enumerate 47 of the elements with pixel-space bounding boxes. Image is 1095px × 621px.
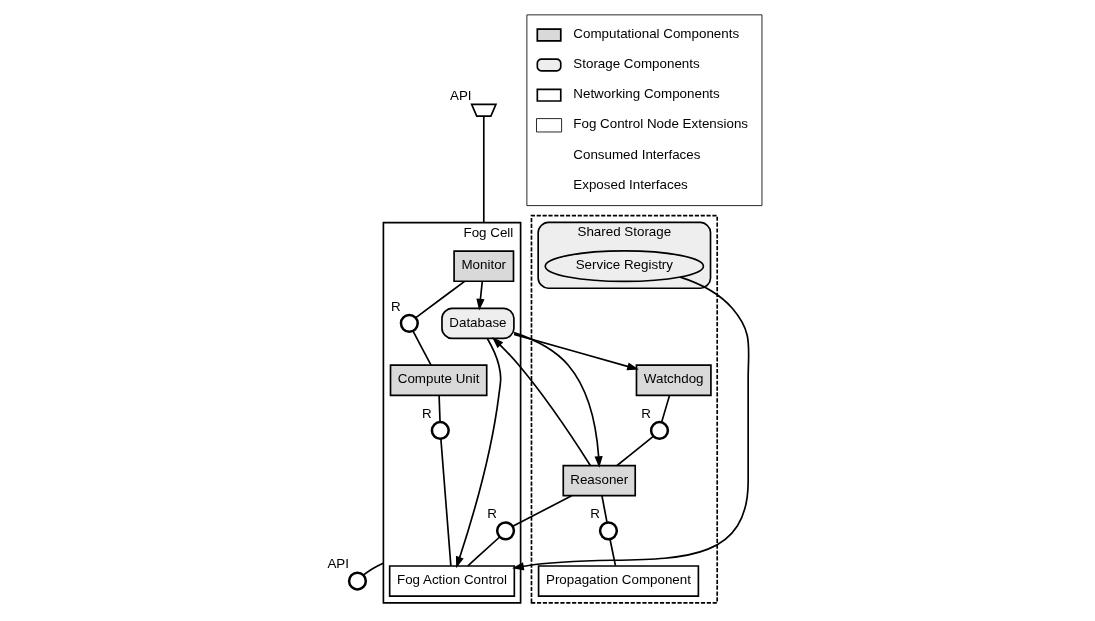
node-label: API xyxy=(326,556,349,572)
node-box: Monitor xyxy=(452,250,514,283)
node-ellipse: Service Registry xyxy=(543,250,704,283)
connector xyxy=(482,115,485,224)
node-label: R xyxy=(589,506,600,522)
node-socket xyxy=(469,103,497,117)
connector xyxy=(439,438,452,567)
connector xyxy=(437,394,441,423)
legend-label: Computational Components xyxy=(572,26,739,42)
node-box: Database xyxy=(440,307,515,340)
node-box: Reasoner xyxy=(561,464,636,497)
node-circle xyxy=(347,571,367,591)
node-label: R xyxy=(421,405,432,421)
node-box: Fog Action Control xyxy=(388,565,515,597)
connector xyxy=(615,435,654,467)
node-circle xyxy=(399,313,419,333)
arrow xyxy=(491,337,591,467)
connector xyxy=(466,536,500,567)
node-circle xyxy=(495,521,515,541)
node-box: Compute Unit xyxy=(389,364,488,397)
arrow xyxy=(512,333,639,371)
node-box: Watchdog xyxy=(635,364,712,397)
node-label: R xyxy=(486,506,497,522)
arrow xyxy=(512,331,603,468)
node-label: R xyxy=(640,405,651,421)
node-box: Propagation Component xyxy=(537,565,699,597)
cluster xyxy=(530,214,718,604)
arrow xyxy=(475,280,484,311)
legend-label: Exposed Interfaces xyxy=(572,176,688,192)
connector xyxy=(511,494,572,528)
connector xyxy=(362,562,384,576)
arrow xyxy=(455,337,501,569)
connector xyxy=(414,280,465,319)
node-circle xyxy=(430,420,450,441)
node-label: R xyxy=(390,298,401,314)
node-circle xyxy=(598,521,618,541)
connector xyxy=(660,394,670,424)
legend-label: Fog Control Node Extensions xyxy=(572,116,748,132)
connector xyxy=(608,538,616,567)
node-label: API xyxy=(449,88,472,104)
legend-label: Networking Components xyxy=(572,86,720,102)
arrow xyxy=(511,276,750,571)
connector xyxy=(411,330,432,366)
connector xyxy=(600,494,608,524)
legend-label: Storage Components xyxy=(572,56,700,72)
legend-label: Consumed Interfaces xyxy=(572,146,700,162)
node-circle xyxy=(649,420,669,441)
